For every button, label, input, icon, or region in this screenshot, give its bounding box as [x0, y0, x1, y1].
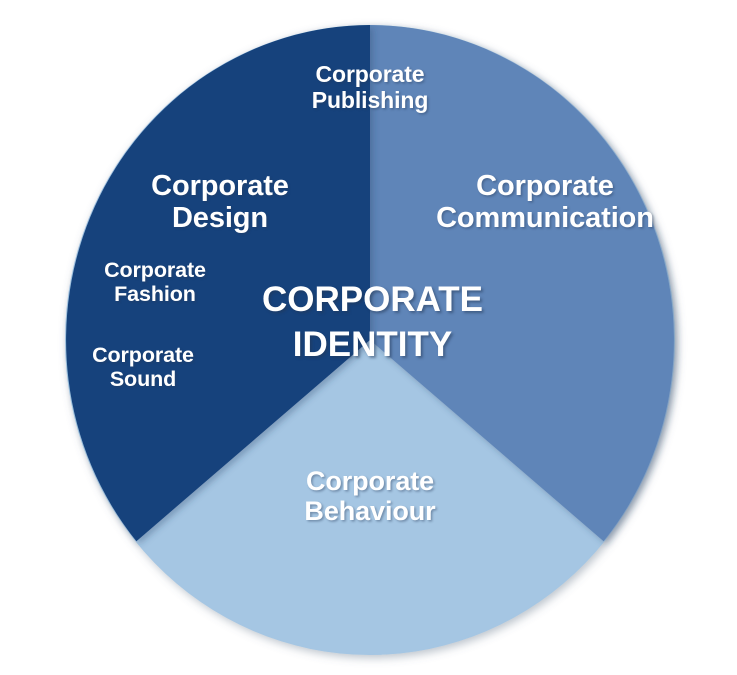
- pie-slice-corporate-design[interactable]: [66, 25, 370, 542]
- pie-slice-corporate-communication[interactable]: [370, 25, 674, 542]
- pie-slice-corporate-behaviour[interactable]: [136, 340, 604, 654]
